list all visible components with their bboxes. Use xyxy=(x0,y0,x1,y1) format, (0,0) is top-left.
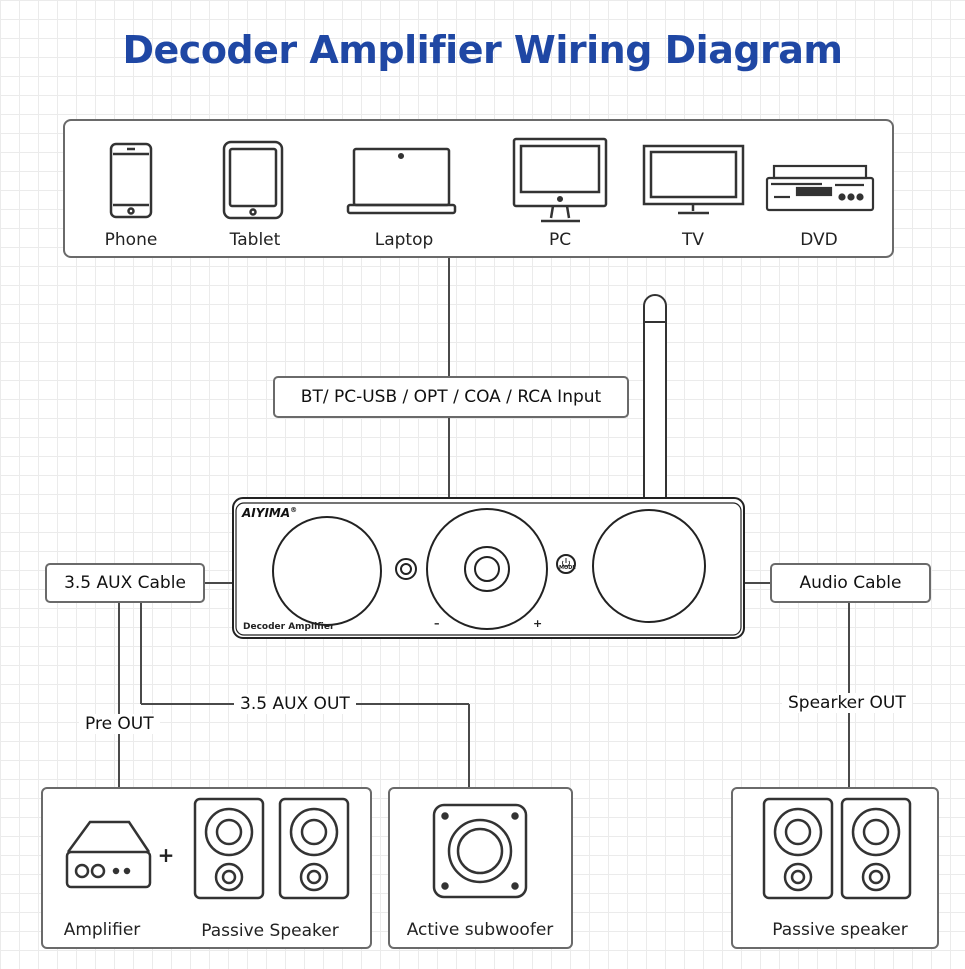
pre-out-label: Pre OUT xyxy=(79,714,160,734)
decoder-amplifier-device xyxy=(232,497,745,639)
active-subwoofer-label: Active subwoofer xyxy=(406,920,554,940)
passive-speaker-icon xyxy=(193,797,350,900)
pc-monitor-icon xyxy=(512,137,608,223)
device-model-label: Decoder Amplifier xyxy=(243,622,335,632)
mode-button xyxy=(556,554,576,574)
source-label-tablet: Tablet xyxy=(229,230,281,250)
brand-logo: AIYIMA® xyxy=(242,506,298,520)
dvd-player-icon xyxy=(765,164,875,212)
aux-out-label: 3.5 AUX OUT xyxy=(234,694,356,714)
passive-speaker-left-label: Passive Speaker xyxy=(201,921,339,941)
volume-plus: + xyxy=(533,617,543,630)
left-knob xyxy=(272,516,382,626)
source-label-laptop: Laptop xyxy=(374,230,434,250)
source-label-phone: Phone xyxy=(104,230,158,250)
source-devices-box xyxy=(63,119,894,258)
volume-minus: – xyxy=(434,617,440,630)
amplifier-icon xyxy=(65,820,152,889)
tablet-icon xyxy=(222,140,284,220)
plus-sign: + xyxy=(157,843,175,867)
input-sources-label: BT/ PC-USB / OPT / COA / RCA Input xyxy=(273,376,629,418)
power-icon xyxy=(562,558,570,567)
aux-cable-label: 3.5 AUX Cable xyxy=(45,563,205,603)
page-title: Decoder Amplifier Wiring Diagram xyxy=(122,28,843,72)
laptop-icon xyxy=(346,147,457,215)
passive-speaker-right-label: Passive speaker xyxy=(772,920,908,940)
mode-label: MODE xyxy=(559,565,576,571)
amplifier-speaker-box xyxy=(41,787,372,949)
amplifier-label: Amplifier xyxy=(63,920,141,940)
antenna-icon xyxy=(643,294,667,500)
source-label-tv: TV xyxy=(681,230,704,250)
source-label-pc: PC xyxy=(548,230,572,250)
source-label-dvd: DVD xyxy=(800,230,838,250)
speaker-out-label: Spearker OUT xyxy=(782,693,912,713)
right-knob xyxy=(592,509,706,623)
phone-icon xyxy=(109,142,153,219)
passive-speaker-right-icon xyxy=(762,797,912,900)
subwoofer-icon xyxy=(432,803,528,899)
audio-cable-label: Audio Cable xyxy=(770,563,931,603)
tv-icon xyxy=(642,144,745,215)
